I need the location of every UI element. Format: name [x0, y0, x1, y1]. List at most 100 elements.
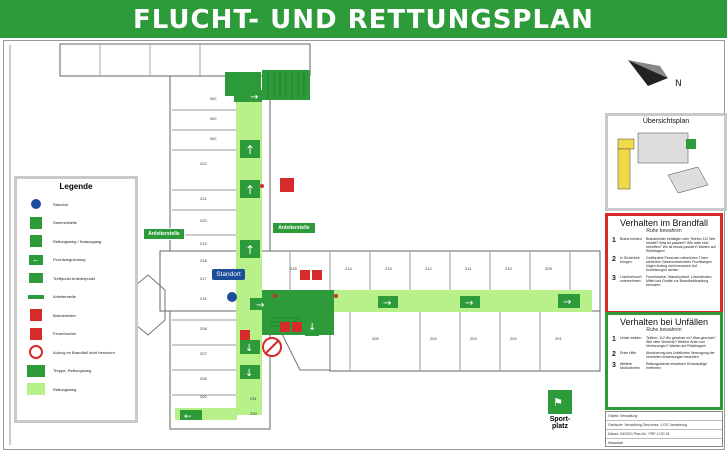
- anleiterstelle-icon: [25, 291, 47, 303]
- no-elevator-icon: [25, 345, 47, 360]
- room-number: 206: [200, 376, 207, 381]
- exit-signs: → ↑ ↑ ↑ → → → → ↓ ↓ ↓ ←: [180, 90, 580, 422]
- emergency-exit-icon: [25, 235, 47, 248]
- unfall-step-3: 3 Weitere Maßnahmen Rettungsdienst einwe…: [612, 362, 707, 370]
- brandfall-subtitle: Ruhe bewahren: [646, 228, 682, 234]
- room-number: 230: [250, 411, 257, 416]
- fire-extinguisher-sign: [280, 178, 294, 192]
- standort-dot-icon: [25, 198, 47, 210]
- brandfall-step-2: 2 In Sicherheit bringen Gefährdete Perso…: [612, 256, 712, 272]
- legend-item-treppe: Treppe, Rettungsweg: [17, 362, 135, 381]
- svg-text:↓: ↓: [245, 343, 253, 354]
- room-number: 222: [200, 161, 207, 166]
- room-number: 204: [430, 336, 437, 341]
- svg-text:→: →: [465, 298, 473, 309]
- legend-item-standort: Standort: [17, 195, 135, 214]
- room-number: 221: [200, 196, 207, 201]
- room-number: 210: [505, 266, 512, 271]
- assembly-point-icon: [25, 216, 47, 229]
- plan-title: FLUCHT- UND RETTUNGSPLAN: [0, 0, 727, 38]
- info-row: Datum: 04/2021 Plan-Nr.: FRP 1.OG 01: [606, 430, 722, 439]
- room-number: 218: [200, 258, 207, 263]
- room-number: 208: [200, 326, 207, 331]
- room-number: 231: [250, 396, 257, 401]
- room-number: 215: [290, 266, 297, 271]
- legend-item-fluchtweg: ← Fluchtwegrichtung: [17, 251, 135, 270]
- room-number: 212: [425, 266, 432, 271]
- room-number: 219: [200, 241, 207, 246]
- unfall-step-1: 1 Unfall melden Telefon: 112 Wo geschah …: [612, 336, 716, 348]
- brandfall-step-1: 1 Brand melden Brandmelder betätigen ode…: [612, 237, 716, 253]
- svg-text:↑: ↑: [245, 143, 255, 157]
- corridor-icon: [25, 272, 47, 284]
- unfall-subtitle: Ruhe bewahren: [646, 327, 682, 333]
- room-number: 211: [465, 266, 472, 271]
- info-row: Objekt: Verwaltung: [606, 412, 722, 421]
- room-number: 220: [200, 218, 207, 223]
- overview-plan: Übersichtsplan: [605, 113, 727, 211]
- svg-text:↓: ↓: [308, 322, 316, 333]
- svg-text:↑: ↑: [245, 183, 255, 197]
- room-number: WC: [210, 96, 217, 101]
- unfall-step-2: 2 Erste Hilfe Absicherung des Unfallorte…: [612, 351, 715, 359]
- legend-item-anleiterstelle: Anleiterstelle: [17, 288, 135, 307]
- room-number: 217: [200, 276, 207, 281]
- legend-title: Legende: [59, 182, 93, 191]
- svg-text:→: →: [250, 92, 258, 103]
- svg-text:→: →: [383, 298, 391, 309]
- standort-label: Standort: [212, 269, 245, 280]
- stair-lines: [267, 72, 305, 327]
- room-number: 213: [385, 266, 392, 271]
- legend-item-feuerloescher: Feuerlöscher: [17, 325, 135, 344]
- unfall-panel: Verhalten bei Unfällen Ruhe bewahren 1 U…: [605, 312, 723, 410]
- room-number: WC: [210, 136, 217, 141]
- info-row: Gebäude: Verwaltung Geschoss: 1.OG Verwa…: [606, 421, 722, 430]
- svg-text:N: N: [675, 79, 682, 89]
- room-number: 209: [545, 266, 552, 271]
- room-number: 200: [200, 394, 207, 399]
- sportplatz-label: Sport- platz: [549, 416, 571, 430]
- brandfall-panel: Verhalten im Brandfall Ruhe bewahren 1 B…: [605, 213, 723, 314]
- overview-sketch: [617, 132, 709, 194]
- assembly-point-sign: [548, 390, 572, 414]
- svg-text:→: →: [256, 300, 264, 311]
- room-number: 207: [200, 351, 207, 356]
- standort-dot: [227, 292, 237, 302]
- stair-green-icon: [25, 364, 47, 377]
- legend-item-aufzug: Aufzug im Brandfall nicht benutzen: [17, 343, 135, 362]
- plan-info-table: Objekt: Verwaltung Gebäude: Verwaltung G…: [605, 411, 723, 447]
- fire-equipment: [240, 178, 338, 340]
- brandfall-title: Verhalten im Brandfall: [619, 218, 709, 228]
- room-number: 202: [510, 336, 517, 341]
- legend-panel: Legende Standort Sammelstelle Rettungswe…: [14, 176, 138, 423]
- unfall-title: Verhalten bei Unfällen: [619, 317, 709, 327]
- room-number: WC: [210, 116, 217, 121]
- svg-text:←: ←: [184, 412, 192, 422]
- svg-text:↑: ↑: [245, 243, 255, 257]
- legend-item-brandmelder: Brandmelder: [17, 306, 135, 325]
- route-green-icon: [25, 383, 47, 396]
- arrow-left-icon: ←: [25, 254, 47, 266]
- legend-item-treffpunkt: Treffpunkt Anleiterpunkt: [17, 269, 135, 288]
- legend-item-sammelstelle: Sammelstelle: [17, 214, 135, 233]
- room-number: 214: [345, 266, 352, 271]
- legend-item-notausgang: Rettungsweg / Notausgang: [17, 232, 135, 251]
- brandfall-step-3: 3 Löschversuch unternehmen Feuerlöscher,…: [612, 275, 713, 287]
- svg-text:→: →: [563, 297, 571, 308]
- room-number: 201: [555, 336, 562, 341]
- anleiterstelle-label-right: Anleiterstelle: [272, 222, 316, 234]
- anleiterstelle-label-left: Anleiterstelle: [143, 228, 185, 240]
- svg-text:⚑: ⚑: [553, 396, 563, 409]
- info-row: Massstab: [608, 441, 623, 445]
- fire-alarm-icon: [25, 327, 47, 340]
- room-number: 216: [200, 296, 207, 301]
- north-arrow: N: [628, 60, 682, 89]
- legend-item-rettungsweg: Rettungsweg: [17, 380, 135, 399]
- svg-text:↓: ↓: [245, 368, 253, 379]
- overview-title: Übersichtsplan: [642, 118, 690, 125]
- room-number: 205: [372, 336, 379, 341]
- fire-extinguisher-icon: [25, 309, 47, 322]
- horizontal-corridor-route: [262, 290, 592, 312]
- room-number: 203: [470, 336, 477, 341]
